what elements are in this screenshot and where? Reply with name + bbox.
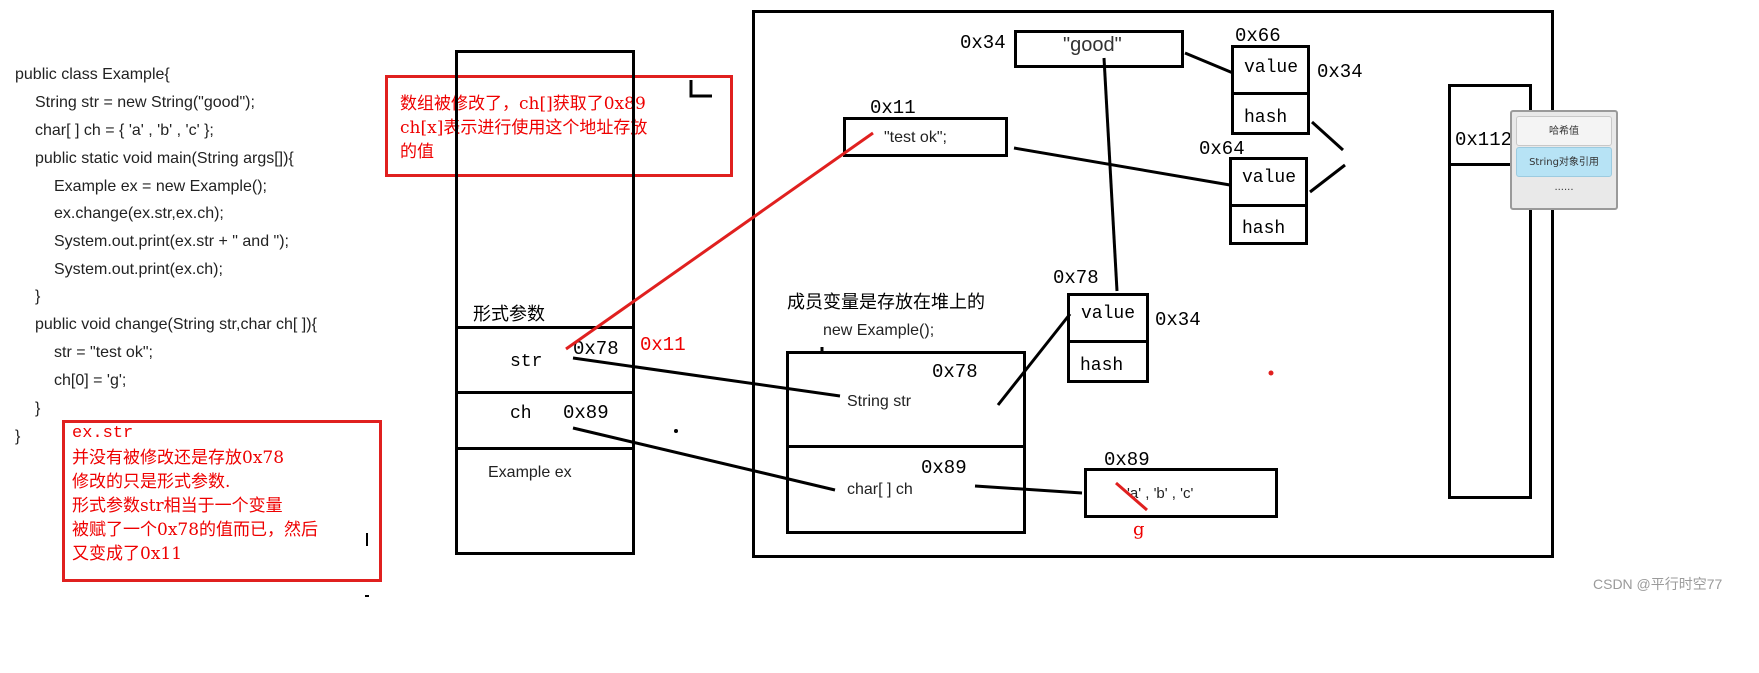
code-line: char[ ] ch = { 'a' , 'b' , 'c' }; (35, 122, 214, 139)
annotation-line: 形式参数str相当于一个变量 (72, 496, 283, 516)
obj-ch-label: char[ ] ch (847, 481, 913, 498)
obj66-addr: 0x66 (1235, 25, 1281, 47)
array-addr: 0x89 (1104, 449, 1150, 471)
legend-card: 哈希值 String对象引用 ...... (1510, 110, 1618, 210)
code-line: String str = new String("good"); (35, 94, 255, 111)
code-line: } (15, 428, 21, 445)
obj66-hash-label: hash (1244, 108, 1288, 128)
annotation-line: 修改的只是形式参数. (72, 472, 231, 492)
code-line: System.out.print(ex.str + " and "); (54, 233, 289, 250)
code-line: ch[0] = 'g'; (54, 372, 127, 389)
stack-slot-str (455, 326, 635, 394)
obj64-hash-cell (1229, 204, 1308, 245)
annotation-line: 数组被修改了，ch[]获取了0x89 (400, 94, 646, 114)
obj78-value-addr: 0x34 (1155, 309, 1201, 331)
annotation-line: 被赋了一个0x78的值而已，然后 (72, 520, 319, 540)
testok-addr: 0x11 (870, 97, 916, 119)
annotation-text-left: ex.str 并没有被修改还是存放0x78 修改的只是形式参数. 形式参数str… (72, 422, 318, 566)
code-line: System.out.print(ex.ch); (54, 261, 223, 278)
stack-slot-ch (455, 391, 635, 450)
pool-addr: 0x1122 (1455, 129, 1524, 151)
good-addr: 0x34 (960, 32, 1006, 54)
good-string-box (1014, 30, 1184, 68)
char-array-box (1084, 468, 1278, 518)
stack-ex-label: Example ex (488, 464, 572, 481)
code-line: public void change(String str,char ch[ ]… (35, 316, 317, 333)
obj-str-addr: 0x78 (932, 361, 978, 383)
obj66-value-addr: 0x34 (1317, 61, 1363, 83)
code-line: Example ex = new Example(); (54, 178, 267, 195)
testok-string-label: "test ok"; (884, 129, 947, 146)
annotation-line: 的值 (400, 142, 434, 162)
legend-row-ref: String对象引用 (1516, 147, 1612, 177)
obj78-value-label: value (1081, 304, 1136, 324)
code-line: } (35, 400, 41, 417)
code-line: public class Example{ (15, 66, 170, 83)
obj-str-label: String str (847, 393, 912, 410)
params-label: 形式参数 (473, 304, 545, 325)
stack-str-label: str (510, 352, 543, 372)
legend-row-hash: 哈希值 (1516, 116, 1612, 146)
annotation-line: 并没有被修改还是存放0x78 (72, 448, 285, 468)
code-line: } (35, 288, 41, 305)
annotation-box-top (385, 75, 733, 177)
stack-str-addr: 0x78 (573, 338, 619, 360)
good-string-label: "good" (1063, 34, 1122, 56)
obj64-value-label: value (1242, 168, 1297, 188)
array-new-value: g (1133, 519, 1145, 540)
obj66-value-label: value (1244, 58, 1299, 78)
obj-ch-addr: 0x89 (921, 457, 967, 479)
stack-ch-label: ch (510, 404, 532, 424)
obj66-hash-cell (1231, 92, 1310, 135)
obj64-hash-label: hash (1242, 219, 1286, 239)
new-example-label: new Example(); (823, 322, 935, 339)
char-array-label: 'a' , 'b' , 'c' (1127, 485, 1194, 502)
obj78-addr: 0x78 (1053, 267, 1099, 289)
code-line: str = "test ok"; (54, 344, 153, 361)
annotation-box-left (62, 420, 382, 582)
annotation-line: 又变成了0x11 (72, 544, 183, 564)
annotation-line: ex.str (72, 424, 134, 443)
obj78-hash-label: hash (1080, 356, 1124, 376)
code-line: ex.change(ex.str,ex.ch); (54, 205, 224, 222)
legend-row-more: ...... (1554, 182, 1574, 193)
watermark: CSDN @平行时空77 (1593, 576, 1723, 592)
dot-mark (674, 429, 678, 433)
stack-str-new-addr: 0x11 (640, 334, 686, 356)
code-line: public static void main(String args[]){ (35, 150, 294, 167)
member-caption: 成员变量是存放在堆上的 (787, 292, 985, 313)
stack-ch-addr: 0x89 (563, 402, 609, 424)
